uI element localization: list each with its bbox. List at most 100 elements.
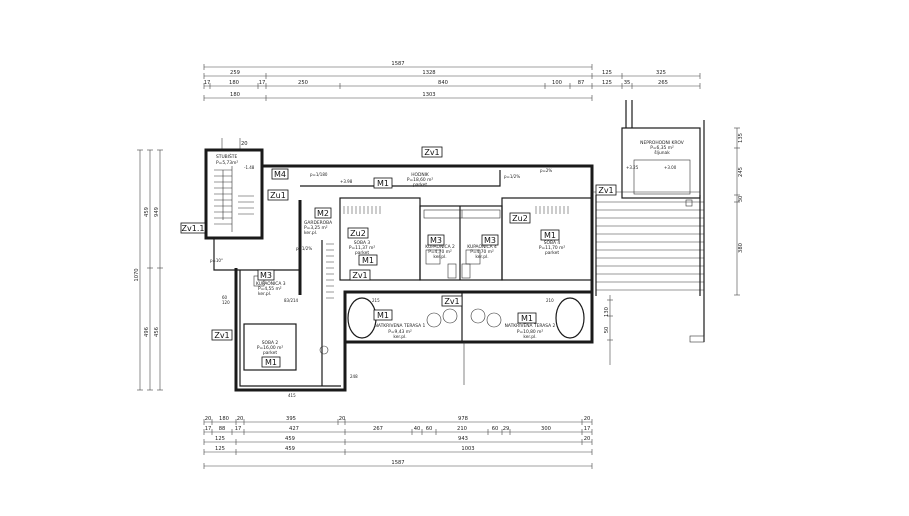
left-dimension-chains: 1070 459 496 949 456 20	[134, 138, 248, 391]
roof-deck	[463, 100, 705, 385]
dim-bot-r4-3: 1003	[461, 446, 474, 452]
dim-bot-r3-3: 943	[458, 436, 468, 442]
stair-treads	[214, 166, 254, 232]
tag-m1-terasa1: M1	[377, 311, 389, 320]
dim-top-r3-2: 180	[229, 80, 239, 86]
dim-bot-r3-2: 459	[285, 436, 295, 442]
room-terasa1-name: NATKRIVENA TERASA 1	[375, 323, 426, 329]
dim-bot-r2-9: 60	[492, 426, 499, 432]
tag-zu2-right: Zu2	[512, 214, 528, 223]
tag-zu1: Zu1	[270, 191, 286, 200]
right-dimension-chains: 135 245 30 380 130 50	[604, 127, 744, 365]
tag-m1-terasa2: M1	[521, 314, 533, 323]
room-garderoba-area: P=3,25 m²	[304, 225, 328, 231]
bottom-dimension-chains: 20 180 20 395 20 978 20 17 88 17 427 267…	[203, 416, 593, 469]
room-kupaonica4-area: P=4,70 m²	[470, 249, 494, 255]
dim-top-r3-7: 87	[578, 80, 585, 86]
tag-m1-hall: M1	[377, 179, 389, 188]
note-1: p=1/180	[310, 172, 328, 177]
tag-zv1-mid: Zv1	[352, 271, 367, 280]
tag-zv1-top: Zv1	[424, 148, 439, 157]
room-kupaonica4-floor: ker.pl.	[475, 254, 488, 260]
dim-bot-r2-11: 300	[541, 426, 551, 432]
room-krov-name: NEPROHODNI KROV	[640, 140, 684, 146]
dim-bot-r4-2: 459	[285, 446, 295, 452]
dim-bot-r2-3: 17	[235, 426, 242, 432]
note-2: p=1/2%	[504, 174, 520, 179]
room-hodnik-floor: parket	[413, 182, 427, 188]
dim-bot-r2-12: 17	[584, 426, 591, 432]
room-kupaonica2-floor: ker.pl.	[433, 254, 446, 260]
dim-top-r3-5: 840	[438, 80, 448, 86]
note-7: 60	[222, 295, 228, 300]
dim-bot-r3-1: 125	[215, 436, 225, 442]
room-soba4-area: P=11,70 m²	[539, 245, 566, 251]
dim-bot-r1-6: 978	[458, 416, 468, 422]
level-marks: +3.98 +3.25 +3.00 -1.48 p=1/180 p=1/2% p…	[210, 165, 677, 398]
dim-left-small: 20	[241, 141, 248, 147]
dim-right-5: 130	[604, 307, 610, 317]
dim-right-2: 245	[738, 167, 744, 177]
tag-m1-soba4: M1	[544, 231, 556, 240]
dim-bot-r1-4: 395	[286, 416, 296, 422]
room-soba4-name: SOBA 4	[544, 240, 561, 246]
dim-top-r4-2: 1303	[422, 92, 435, 98]
room-soba2-name: SOBA 2	[262, 340, 279, 346]
room-kupaonica4-name: KUPAONICA 4	[467, 244, 497, 250]
note-6: 83/214	[284, 298, 299, 303]
level-e: -1.48	[244, 165, 255, 170]
room-garderoba-floor: ker.pl.	[304, 230, 317, 236]
room-garderoba-name: GARDEROBA	[304, 220, 332, 226]
room-kupaonica3-area: P=4,55 m²	[258, 286, 282, 292]
tag-m4: M4	[274, 170, 286, 179]
dim-bot-r2-4: 427	[289, 426, 299, 432]
tag-m1-soba2: M1	[265, 358, 277, 367]
top-dimension-chains: 1587 259 1328 125 325 17 180 17 250 840 …	[204, 61, 701, 101]
dim-bot-r2-7: 60	[426, 426, 433, 432]
dim-top-r3-8: 125	[602, 80, 612, 86]
room-hodnik-area: P=18,60 m²	[407, 177, 434, 183]
note-3: p=1/2%	[296, 246, 312, 251]
level-c: +3.25	[626, 165, 639, 170]
element-tags: Zv1 Zv1.1 Zu1 Zu2 Zu2 M1 M1 M1 M3 M3 M2 …	[180, 146, 617, 368]
bathroom-fixtures	[253, 209, 501, 355]
dim-bot-r4-1: 125	[215, 446, 225, 452]
dim-left-lower: 496	[144, 327, 150, 337]
tag-m3-b: M3	[484, 236, 496, 245]
room-terasa2-name: NATKRIVENA TERASA 2	[505, 323, 556, 329]
dim-bot-r2-8: 210	[457, 426, 467, 432]
dim-left-lower-2: 456	[154, 327, 160, 337]
room-soba3-name: SOBA 3	[354, 240, 371, 246]
dim-left-upper-2: 949	[154, 207, 160, 217]
note-9: 248	[350, 374, 358, 379]
note-12: 210	[546, 298, 554, 303]
room-kupaonica3-name: KUPAONICA 3	[256, 281, 286, 287]
dim-top-r3-10: 265	[658, 80, 668, 86]
room-stubiste-name: STUBIŠTE	[216, 153, 237, 160]
dim-right-4: 380	[738, 243, 744, 253]
note-8: 120	[222, 300, 230, 305]
room-kupaonica2-area: P=4,70 m²	[428, 249, 452, 255]
room-kupaonica2-name: KUPAONICA 2	[425, 244, 455, 250]
room-soba3-floor: parket	[355, 250, 369, 256]
room-labels: STUBIŠTE P=5,73m² HODNIK P=18,60 m² park…	[216, 140, 684, 356]
dim-top-r2-4: 325	[656, 70, 666, 76]
dim-top-r3-3: 17	[259, 80, 266, 86]
dim-top-r3-9: 35	[624, 80, 631, 86]
dim-bot-r1-3: 20	[237, 416, 244, 422]
dim-top-r3-6: 100	[552, 80, 562, 86]
tag-zv1-terrace: Zv1	[444, 297, 459, 306]
tag-m3-c: M3	[260, 271, 272, 280]
room-soba2-floor: parket	[263, 350, 277, 356]
note-4: p=10°	[210, 258, 223, 263]
room-terasa2-floor: ker.pl.	[523, 334, 536, 340]
dim-bot-r2-1: 17	[205, 426, 212, 432]
room-stubiste-area: P=5,73m²	[216, 160, 238, 166]
room-soba4-floor: parket	[545, 250, 559, 256]
note-5: p=2%	[540, 168, 552, 173]
tag-zv1-left: Zv1	[214, 331, 229, 340]
room-krov-area: P=6,35 m²	[650, 145, 674, 151]
dim-bot-r1-7: 20	[584, 416, 591, 422]
dim-top-r2-2: 1328	[422, 70, 435, 76]
